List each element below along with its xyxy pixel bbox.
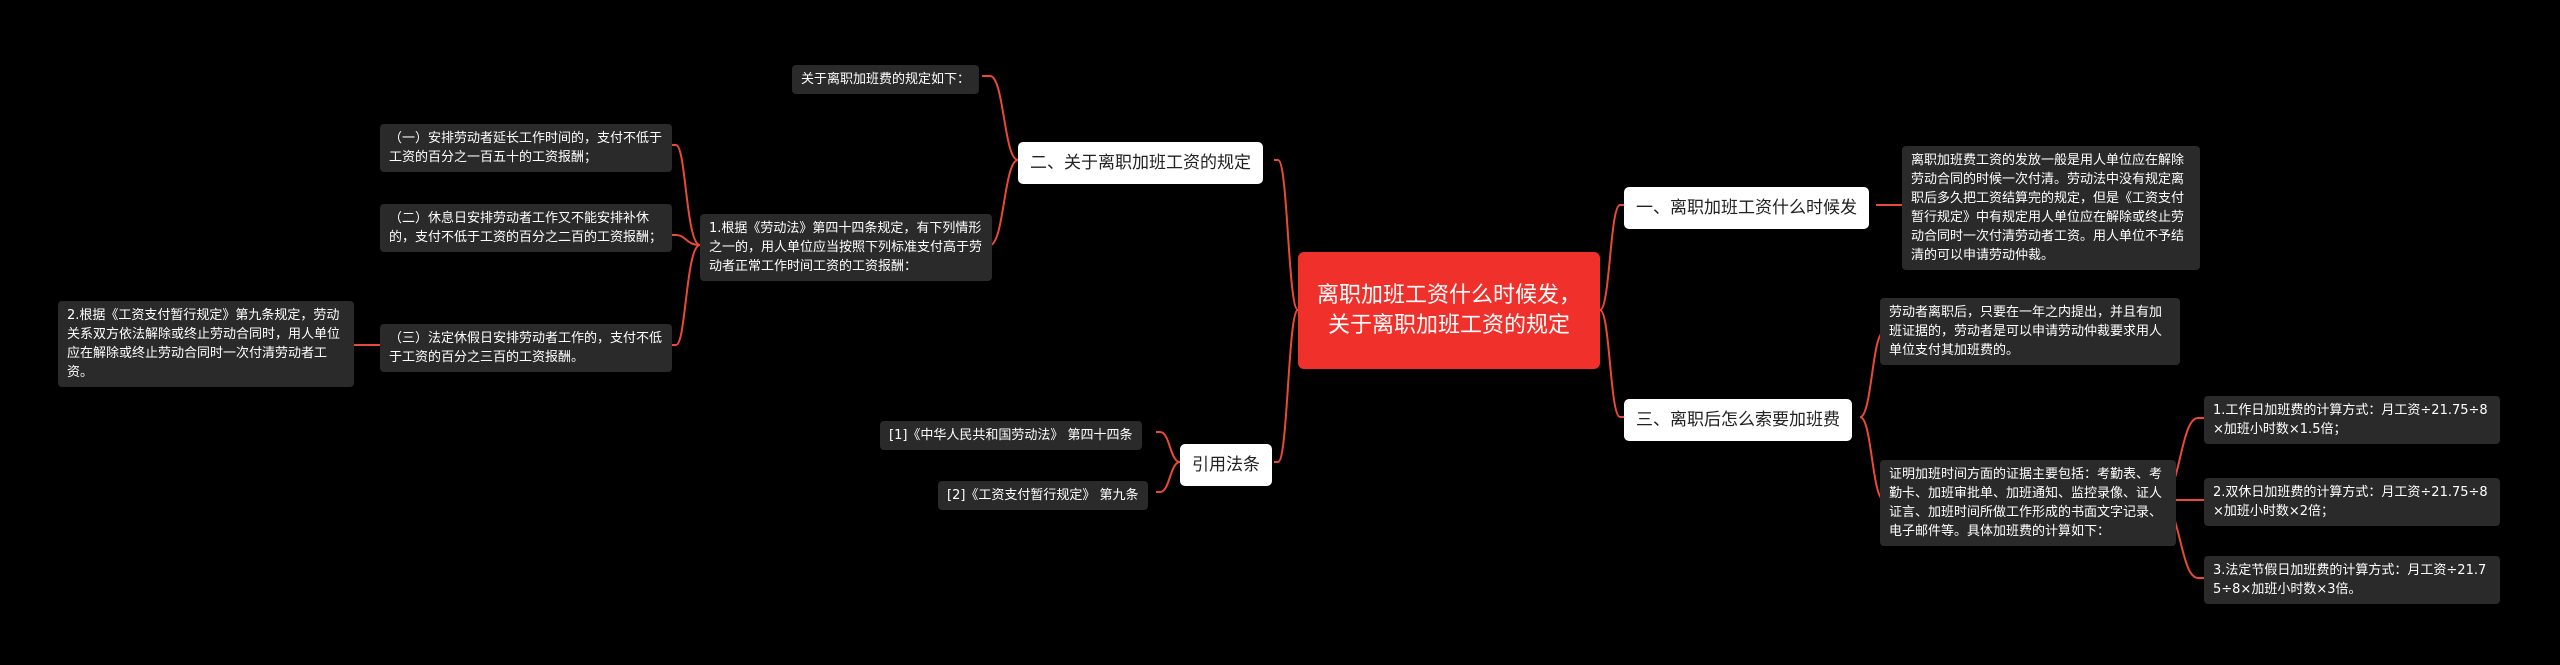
link-l3-l3b — [672, 234, 701, 246]
branch-cited-laws[interactable]: 引用法条 — [1180, 444, 1272, 486]
link-root-b2 — [1274, 159, 1299, 311]
leaf-holiday-300[interactable]: （三）法定休假日安排劳动者工作的，支付不低于工资的百分之三百的工资报酬。 — [380, 324, 672, 372]
link-l3-l3a — [672, 144, 701, 246]
link-l3-l3c — [672, 244, 701, 346]
link-root-b4 — [1274, 309, 1299, 463]
leaf-restday-200[interactable]: （二）休息日安排劳动者工作又不能安排补休的，支付不低于工资的百分之二百的工资报酬… — [380, 204, 672, 252]
link-root-b1 — [1599, 204, 1624, 311]
branch-when-paid[interactable]: 一、离职加班工资什么时候发 — [1624, 187, 1869, 229]
branch-how-to-claim[interactable]: 三、离职后怎么索要加班费 — [1624, 399, 1852, 441]
leaf-claim-within-year[interactable]: 劳动者离职后，只要在一年之内提出，并且有加班证据的，劳动者是可以申请劳动仲裁要求… — [1880, 298, 2180, 365]
leaf-regulation-intro[interactable]: 关于离职加班费的规定如下： — [792, 65, 980, 94]
link-b4-r1 — [1156, 431, 1181, 463]
leaf-labor-law-44[interactable]: 1.根据《劳动法》第四十四条规定，有下列情形之一的，用人单位应当按照下列标准支付… — [700, 214, 992, 281]
link-b2-l2 — [982, 75, 1019, 161]
leaf-holiday-formula[interactable]: 3.法定节假日加班费的计算方式：月工资÷21.75÷8×加班小时数×3倍。 — [2204, 556, 2500, 604]
leaf-ref-wage-rules[interactable]: [2]《工资支付暂行规定》 第九条 — [938, 481, 1148, 510]
branch-regulations[interactable]: 二、关于离职加班工资的规定 — [1018, 142, 1263, 184]
leaf-payment-timing[interactable]: 离职加班费工资的发放一般是用人单位应在解除劳动合同的时候一次付清。劳动法中没有规… — [1902, 146, 2200, 270]
leaf-workday-formula[interactable]: 1.工作日加班费的计算方式：月工资÷21.75÷8×加班小时数×1.5倍； — [2204, 396, 2500, 444]
leaf-wage-rule-9[interactable]: 2.根据《工资支付暂行规定》第九条规定，劳动关系双方依法解除或终止劳动合同时，用… — [58, 301, 354, 387]
root-topic[interactable]: 离职加班工资什么时候发，关于离职加班工资的规定 — [1298, 252, 1600, 369]
leaf-evidence[interactable]: 证明加班时间方面的证据主要包括：考勤表、考勤卡、加班审批单、加班通知、监控录像、… — [1880, 460, 2176, 546]
link-b2-l3 — [989, 159, 1019, 246]
leaf-overtime-150[interactable]: （一）安排劳动者延长工作时间的，支付不低于工资的百分之一百五十的工资报酬； — [380, 124, 672, 172]
leaf-weekend-formula[interactable]: 2.双休日加班费的计算方式：月工资÷21.75÷8×加班小时数×2倍； — [2204, 478, 2500, 526]
link-root-b3 — [1599, 309, 1624, 418]
link-b4-r2 — [1156, 461, 1181, 493]
leaf-ref-labor-law[interactable]: [1]《中华人民共和国劳动法》 第四十四条 — [880, 421, 1142, 450]
